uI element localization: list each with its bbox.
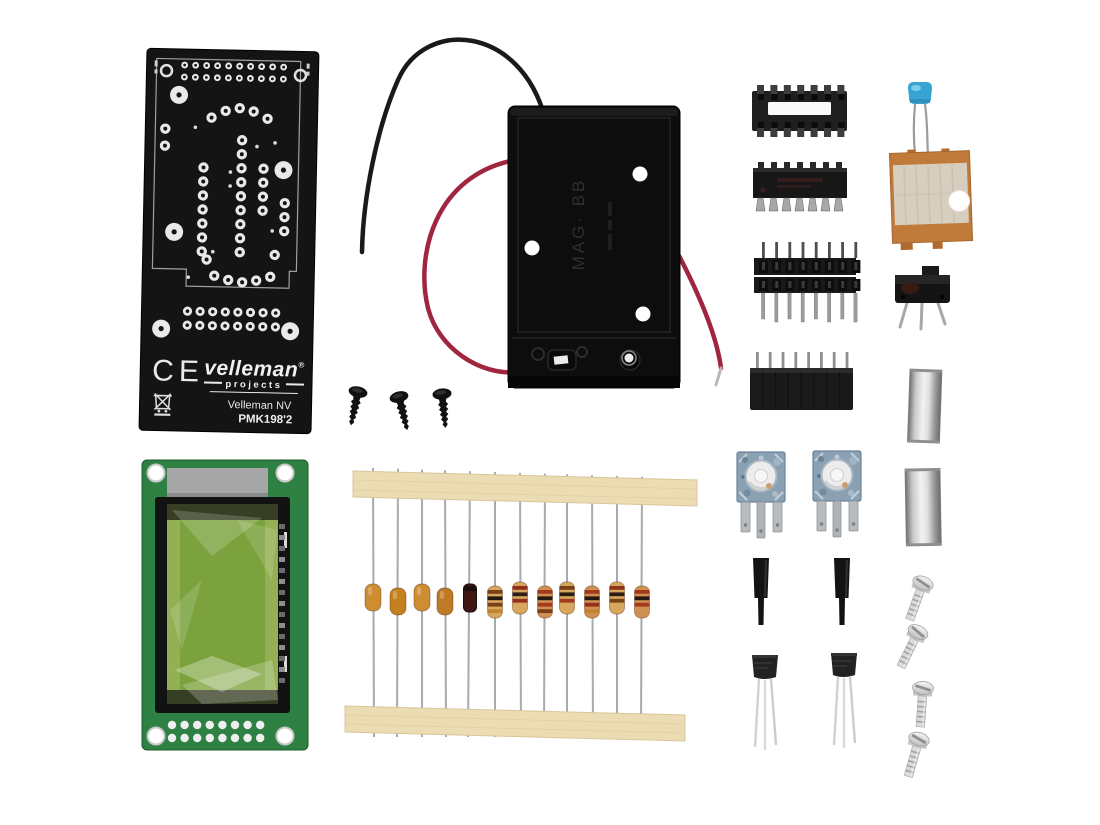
weee-icon (153, 392, 172, 416)
black-screw (431, 387, 456, 429)
maker-line1: Velleman NV (228, 399, 292, 412)
spacer-2 (904, 467, 942, 547)
lcd-zebra (279, 524, 285, 683)
machine-screw (890, 621, 931, 673)
trimmer-potentiometer (811, 449, 863, 539)
header-pins (759, 242, 861, 323)
lcd-module (141, 459, 309, 751)
pcb-board: CE velleman® projects Velleman NV PMK198… (138, 47, 320, 435)
resistor-strip (344, 467, 698, 742)
lcd-pads (167, 720, 265, 743)
machine-screw (899, 572, 936, 624)
ic-pins-top (758, 162, 842, 170)
ic-socket-pins (757, 85, 845, 137)
trimmer-potentiometer (735, 450, 787, 540)
brand-logo: velleman® (204, 357, 305, 382)
tape-bottom (344, 705, 686, 742)
battery-wire-black (359, 37, 548, 255)
wire-stripped-tip (714, 366, 723, 387)
female-header-seams (762, 372, 841, 408)
transistor (829, 651, 859, 750)
capacitor-blue (908, 82, 932, 155)
holder-marking: MAG· BB (569, 178, 588, 271)
ic-chip (753, 162, 847, 212)
pcb-pads (152, 61, 308, 341)
female-header (750, 352, 853, 410)
ce-mark: CE (152, 354, 204, 388)
female-header-pins (756, 352, 849, 369)
slide-switch (895, 266, 950, 331)
spacer-1 (907, 368, 943, 444)
pin-headers (754, 242, 861, 323)
black-screw (341, 384, 369, 428)
resistor-row (364, 467, 650, 738)
copper-plate (888, 148, 974, 251)
ic-pins-bottom (755, 197, 844, 212)
tape-top (352, 470, 698, 507)
ic-socket (752, 85, 847, 137)
brand-sub: projects (225, 379, 282, 391)
pot-shaft (833, 557, 851, 626)
black-screws (341, 384, 456, 433)
machine-screw (897, 729, 932, 780)
battery-wire-red-left (422, 157, 521, 375)
maker-line2: PMK198'2 (238, 413, 292, 426)
pot-shaft (752, 557, 770, 626)
snap-terminal-left (547, 349, 577, 371)
battery-holder: MAG· BB (507, 105, 681, 389)
transistor (750, 653, 780, 752)
machine-screw (909, 680, 935, 729)
machine-screws (890, 572, 936, 780)
snap-terminal-right (619, 349, 641, 371)
black-screw (388, 389, 417, 433)
